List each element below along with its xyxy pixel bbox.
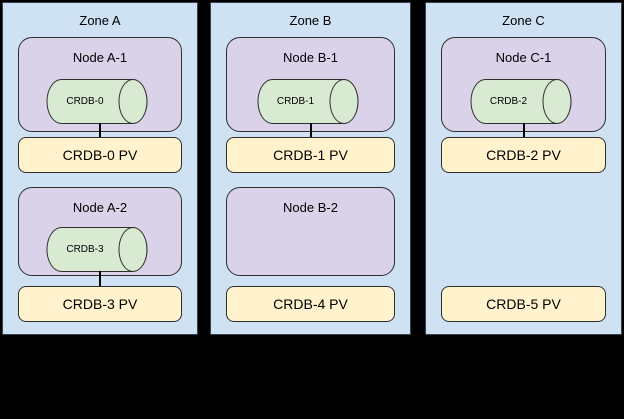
pv-crdb-4: CRDB-4 PV bbox=[226, 286, 395, 322]
node-a2-box: Node A-2 CRDB-3 bbox=[18, 187, 182, 276]
pv-crdb-1-label: CRDB-1 PV bbox=[273, 147, 348, 163]
zone-a-title: Zone A bbox=[79, 13, 121, 28]
crdb-1-cylinder-icon: CRDB-1 bbox=[256, 78, 359, 124]
zone-b-title: Zone B bbox=[289, 13, 332, 28]
node-c1-box: Node C-1 CRDB-2 bbox=[441, 37, 606, 132]
pv-crdb-2: CRDB-2 PV bbox=[441, 137, 606, 173]
pv-crdb-5: CRDB-5 PV bbox=[441, 286, 606, 322]
crdb-0-cylinder-icon: CRDB-0 bbox=[46, 78, 148, 124]
crdb-2-cylinder-icon: CRDB-2 bbox=[469, 78, 572, 124]
pv-crdb-4-label: CRDB-4 PV bbox=[273, 296, 348, 312]
node-c1-label: Node C-1 bbox=[495, 50, 552, 65]
pv-crdb-2-label: CRDB-2 PV bbox=[486, 147, 561, 163]
connector-a2-pv bbox=[99, 271, 101, 286]
crdb-2-label: CRDB-2 bbox=[489, 96, 528, 107]
pv-crdb-1: CRDB-1 PV bbox=[226, 137, 395, 173]
crdb-3-label: CRDB-3 bbox=[66, 244, 104, 255]
node-b2-box: Node B-2 bbox=[226, 187, 395, 276]
node-a1-box: Node A-1 CRDB-0 bbox=[18, 37, 182, 132]
node-a2-label: Node A-2 bbox=[72, 200, 128, 215]
pv-crdb-3: CRDB-3 PV bbox=[18, 286, 182, 322]
zone-c-container: Zone C Node C-1 CRDB-2 CRDB-2 PV CRDB-5 … bbox=[425, 2, 622, 335]
connector-a1-pv bbox=[99, 123, 101, 137]
node-b1-box: Node B-1 CRDB-1 bbox=[226, 37, 395, 132]
node-b2-label: Node B-2 bbox=[283, 200, 338, 215]
node-b1-label: Node B-1 bbox=[283, 50, 338, 65]
zone-c-title: Zone C bbox=[502, 13, 545, 28]
pv-crdb-5-label: CRDB-5 PV bbox=[486, 296, 561, 312]
pv-crdb-3-label: CRDB-3 PV bbox=[62, 296, 138, 312]
pv-crdb-0: CRDB-0 PV bbox=[18, 137, 182, 173]
node-a1-label: Node A-1 bbox=[72, 50, 128, 65]
connector-c1-pv bbox=[522, 123, 525, 137]
crdb-0-label: CRDB-0 bbox=[66, 96, 104, 107]
zone-a-container: Zone A Node A-1 CRDB-0 CRDB-0 PV Node A-… bbox=[2, 2, 198, 335]
zone-b-container: Zone B Node B-1 CRDB-1 CRDB-1 PV Node B-… bbox=[210, 2, 411, 335]
crdb-1-label: CRDB-1 bbox=[276, 96, 315, 107]
pv-crdb-0-label: CRDB-0 PV bbox=[62, 147, 138, 163]
crdb-3-cylinder-icon: CRDB-3 bbox=[46, 226, 148, 272]
connector-b1-pv bbox=[309, 123, 312, 137]
